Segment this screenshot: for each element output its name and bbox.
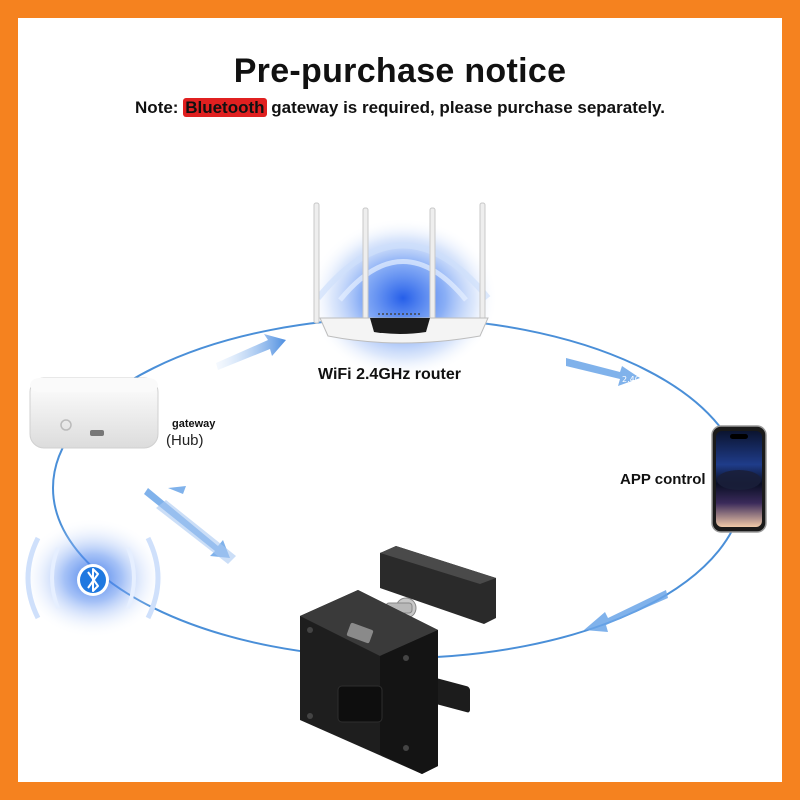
router-label: WiFi 2.4GHz router — [318, 366, 461, 383]
arrow-phone-to-lock — [584, 590, 668, 632]
notice-suffix: gateway is required, please purchase sep… — [266, 98, 665, 117]
smart-lock-icon — [300, 546, 496, 774]
notice-prefix: Note: — [135, 98, 184, 117]
page-title: Pre-purchase notice — [233, 52, 567, 90]
router-icon — [313, 202, 489, 344]
arrow-bidirectional-gateway-lock — [144, 486, 236, 564]
hub-label: (Hub) — [166, 432, 204, 449]
arrow-router-to-phone: 2.4G — [566, 358, 641, 386]
arrow-gateway-to-router — [216, 334, 286, 370]
phone-icon — [711, 425, 767, 533]
router-wifi-glow — [308, 218, 498, 378]
gateway-label: gateway — [172, 418, 216, 430]
wifi-wave-2 — [338, 259, 468, 302]
wifi-wave-1 — [315, 242, 491, 300]
network-diagram: 2.4G — [21, 202, 767, 774]
app-control-label: APP control — [620, 471, 706, 488]
bluetooth-highlight: Bluetooth — [183, 98, 267, 117]
purchase-notice: Note: Bluetooth gateway is required, ple… — [18, 98, 782, 118]
svg-text:2.4G: 2.4G — [622, 375, 641, 384]
bluetooth-signal — [21, 518, 165, 638]
bluetooth-icon — [87, 568, 99, 592]
gateway-hub-icon — [29, 377, 159, 449]
content-panel: 2.4G — [18, 18, 782, 782]
